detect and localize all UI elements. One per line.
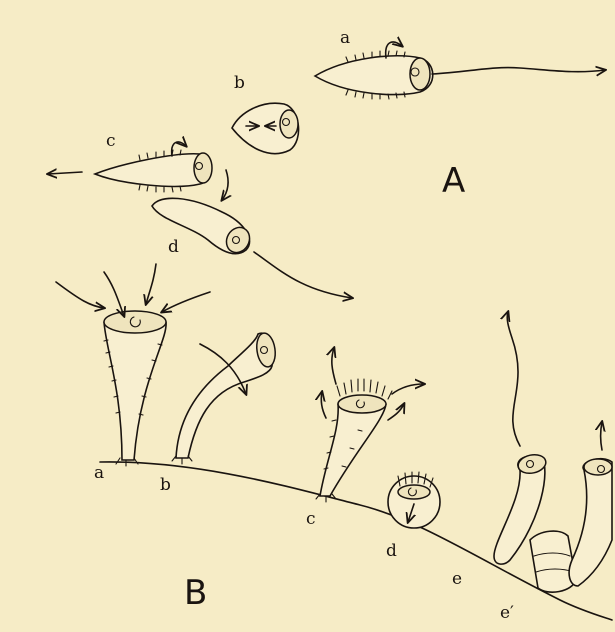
- B-e-swimming-cell: [494, 312, 548, 564]
- B-e-prime-cell-in-tube: [530, 422, 612, 592]
- panel-B: [56, 264, 612, 620]
- label-B-d: d: [386, 541, 397, 561]
- label-B-a: a: [94, 463, 104, 483]
- label-B-e: e: [452, 569, 462, 589]
- B-b-bending-cell: [172, 332, 277, 464]
- A-b-contracted-cell: [232, 103, 299, 153]
- A-d-settling-cell: [152, 198, 352, 298]
- A-c-swimming-cell: [48, 142, 228, 200]
- label-B-c: c: [306, 509, 316, 529]
- panel-label-A: A: [442, 161, 465, 201]
- label-B-e-prime: e′: [500, 603, 514, 623]
- label-B-b: b: [160, 475, 171, 495]
- A-a-swimming-cell: [315, 42, 605, 99]
- label-A-a: a: [340, 28, 350, 48]
- label-A-b: b: [234, 73, 245, 93]
- panel-A: [48, 42, 605, 298]
- label-A-d: d: [168, 237, 179, 257]
- label-A-c: c: [106, 131, 116, 151]
- B-d-detaching-cell: [388, 472, 440, 528]
- panel-label-B: B: [184, 573, 207, 613]
